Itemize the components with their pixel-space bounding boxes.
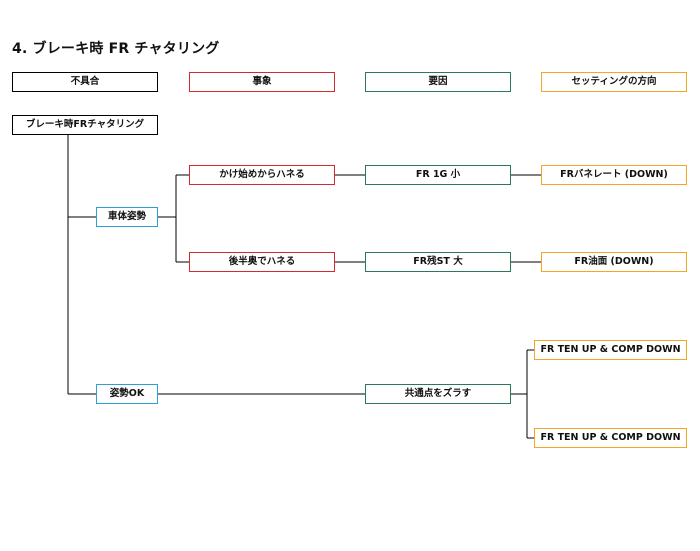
header-cause: 要因 — [365, 72, 511, 92]
phenomenon-node-2: 後半奥でハネる — [189, 252, 335, 272]
phenomenon-node-1: かけ始めからハネる — [189, 165, 335, 185]
header-phenomenon: 事象 — [189, 72, 335, 92]
setting-node-3: FR TEN UP & COMP DOWN — [534, 340, 687, 360]
setting-node-4: FR TEN UP & COMP DOWN — [534, 428, 687, 448]
cause-node-2: FR残ST 大 — [365, 252, 511, 272]
branch-node-body-posture: 車体姿勢 — [96, 207, 158, 227]
header-fault: 不具合 — [12, 72, 158, 92]
branch-node-posture-ok: 姿勢OK — [96, 384, 158, 404]
root-node: ブレーキ時FRチャタリング — [12, 115, 158, 135]
setting-node-1: FRバネレート (DOWN) — [541, 165, 687, 185]
cause-node-3: 共通点をズラす — [365, 384, 511, 404]
diagram-title: 4. ブレーキ時 FR チャタリング — [12, 41, 220, 57]
header-setting: セッティングの方向 — [541, 72, 687, 92]
setting-node-2: FR油面 (DOWN) — [541, 252, 687, 272]
cause-node-1: FR 1G 小 — [365, 165, 511, 185]
